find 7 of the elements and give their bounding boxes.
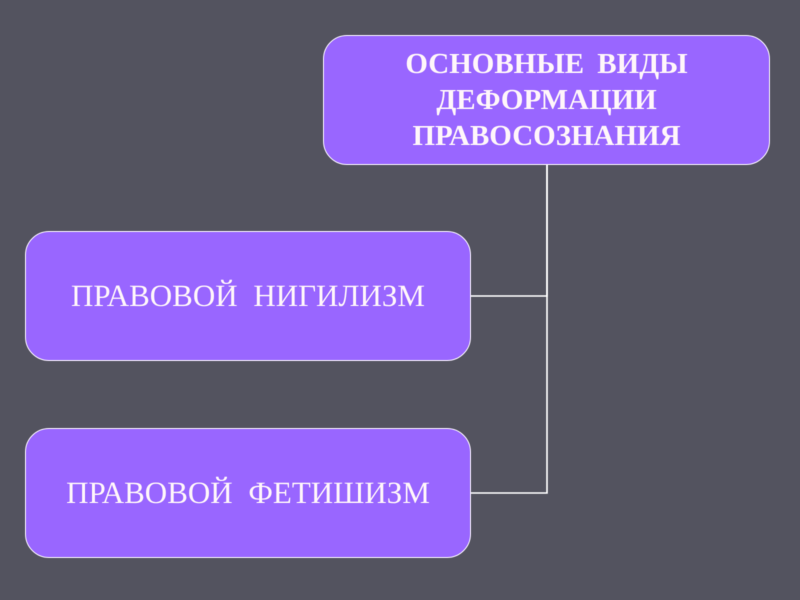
heading-text: ОСНОВНЫЕ ВИДЫ ДЕФОРМАЦИИ ПРАВОСОЗНАНИЯ [404,47,689,154]
category-box [25,231,471,361]
heading-box [323,35,770,165]
category-box [25,428,471,558]
category-label: ПРАВОВОЙ ФЕТИШИЗМ [66,475,430,511]
connector-line [471,165,548,494]
category-label: ПРАВОВОЙ НИГИЛИЗМ [71,278,425,314]
